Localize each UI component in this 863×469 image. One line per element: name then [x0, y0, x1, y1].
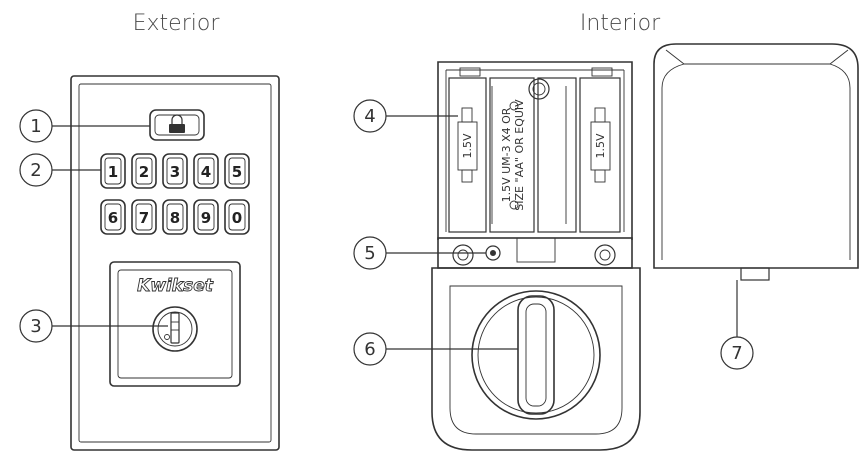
- program-button[interactable]: [485, 245, 501, 261]
- key-cylinder[interactable]: [152, 306, 198, 352]
- callout-1-label: 1: [30, 116, 41, 137]
- callout-7: 7: [720, 280, 754, 370]
- key-4-label: 4: [201, 163, 211, 181]
- callout-4-label: 4: [364, 106, 375, 127]
- battery-label-right: 1.5V: [594, 133, 607, 158]
- key-4[interactable]: 4: [193, 153, 219, 189]
- key-9-label: 9: [201, 209, 211, 227]
- battery-label-left: 1.5V: [461, 133, 474, 158]
- brand-logo: Kwikset: [137, 276, 214, 296]
- thumbturn[interactable]: [471, 290, 601, 420]
- battery-slot-left: 1.5V: [448, 77, 487, 233]
- callout-5-label: 5: [364, 243, 375, 264]
- exterior-title: Exterior: [133, 11, 221, 36]
- key-1-label: 1: [108, 163, 118, 181]
- callout-6: 6: [353, 332, 518, 366]
- cover-latch: [740, 267, 770, 281]
- key-8[interactable]: 8: [162, 199, 188, 235]
- battery-cover[interactable]: [653, 43, 859, 281]
- key-7[interactable]: 7: [131, 199, 157, 235]
- battery-slot-center-1: 1.5V UM-3 X4 OR SIZE "AA" OR EQUIV: [489, 77, 535, 233]
- key-6-label: 6: [108, 209, 118, 227]
- screw-left-icon: [452, 244, 474, 266]
- exterior-escutcheon: [70, 75, 280, 451]
- callout-6-label: 6: [364, 339, 375, 360]
- callout-7-label: 7: [731, 343, 742, 364]
- interior-title: Interior: [580, 11, 661, 36]
- callouts: 1 2 3 4 5 6 7: [19, 99, 754, 370]
- key-3[interactable]: 3: [162, 153, 188, 189]
- exterior-assembly: 1 2 3 4 5 6 7 8 9 0 Kwikset: [70, 75, 280, 451]
- key-6[interactable]: 6: [100, 199, 126, 235]
- screw-right-icon: [594, 244, 616, 266]
- keyway-plate: Kwikset: [109, 261, 241, 387]
- exterior-escutcheon-inner: [78, 83, 272, 443]
- key-7-label: 7: [139, 209, 149, 227]
- lock-button[interactable]: [149, 109, 205, 141]
- interior-escutcheon: [431, 267, 641, 451]
- interior-assembly: 1.5V 1.5V UM-3 X4 OR SIZE "AA" OR EQUIV: [431, 43, 859, 451]
- key-9[interactable]: 9: [193, 199, 219, 235]
- keypad-row-1: 1 2 3 4 5: [100, 153, 250, 189]
- battery-label-center-2: SIZE "AA" OR EQUIV: [513, 99, 526, 211]
- key-3-label: 3: [170, 163, 180, 181]
- battery-slot-right: 1.5V: [579, 77, 621, 233]
- keypad-row-2: 6 7 8 9 0: [100, 199, 250, 235]
- battery-pack: 1.5V 1.5V UM-3 X4 OR SIZE "AA" OR EQUIV: [437, 61, 633, 240]
- key-1[interactable]: 1: [100, 153, 126, 189]
- callout-2: 2: [19, 153, 101, 187]
- padlock-icon: [169, 114, 185, 133]
- key-0-label: 0: [232, 209, 242, 227]
- key-2-label: 2: [139, 163, 149, 181]
- callout-3-label: 3: [30, 316, 41, 337]
- key-5[interactable]: 5: [224, 153, 250, 189]
- key-5-label: 5: [232, 163, 242, 181]
- callout-2-label: 2: [30, 160, 41, 181]
- key-2[interactable]: 2: [131, 153, 157, 189]
- callout-5: 5: [353, 236, 486, 270]
- callout-3: 3: [19, 309, 168, 343]
- battery-slot-center-2: [528, 77, 577, 233]
- key-0[interactable]: 0: [224, 199, 250, 235]
- cable-connector: [516, 237, 556, 263]
- callout-4: 4: [353, 99, 458, 133]
- key-8-label: 8: [170, 209, 180, 227]
- callout-1: 1: [19, 109, 150, 143]
- battery-label-center-1: 1.5V UM-3 X4 OR: [500, 107, 513, 202]
